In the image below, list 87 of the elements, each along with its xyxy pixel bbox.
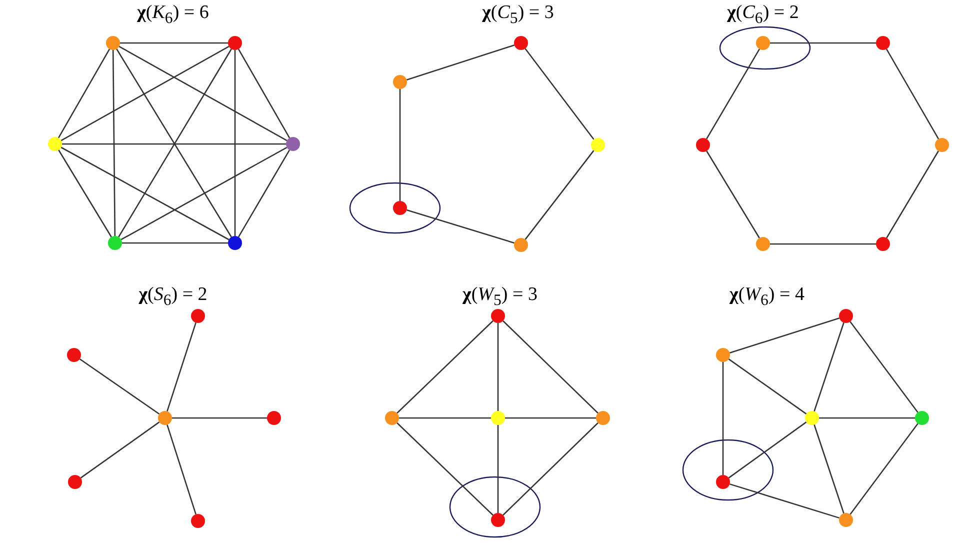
graph-edge (396, 422, 494, 516)
vertex-dot (108, 236, 122, 250)
graph-edge (850, 423, 918, 515)
vertex-dot (805, 411, 819, 425)
vertex-dot (68, 475, 82, 489)
vertex-dot (158, 411, 172, 425)
vertex-dot (591, 138, 605, 152)
graph-edge (120, 42, 228, 44)
graph-edge (58, 48, 110, 138)
graph-title: χ(K$_{6}$) = 6 (137, 2, 209, 29)
vertex-dot (596, 411, 610, 425)
graph-edge (122, 242, 228, 244)
graph-edge (524, 150, 594, 240)
graph-edge (112, 50, 116, 236)
vertex-dot (876, 36, 890, 50)
vertex-dot (67, 348, 81, 362)
vertex-dot (48, 137, 62, 151)
graph-edge (396, 320, 494, 414)
graph-edge (399, 417, 491, 419)
graph-edge (770, 243, 876, 245)
vertex-dot (756, 36, 770, 50)
graph-edge (814, 424, 844, 514)
vertex-dot (191, 309, 205, 323)
graph-edge (770, 42, 876, 44)
vertex-dot (191, 514, 205, 528)
graph-edge (166, 322, 196, 412)
graph-edge (505, 417, 596, 419)
graph-edge (730, 483, 840, 519)
vertex-dot (756, 237, 770, 251)
vertex-dot (839, 309, 853, 323)
graph-edge (399, 89, 401, 201)
graph-edge (406, 44, 515, 80)
vertex-dot (935, 138, 949, 152)
vertex-dot (106, 36, 120, 50)
graph-edge (118, 46, 288, 142)
vertex-dot (839, 513, 853, 527)
vertex-dot (514, 36, 528, 50)
graph-edge (886, 48, 940, 140)
graph-edge (58, 150, 112, 238)
vertex-dot (267, 411, 281, 425)
graph-edge (172, 417, 267, 419)
graph-edge (238, 48, 290, 138)
graph-edge (722, 362, 724, 475)
vertex-dot (716, 348, 730, 362)
graph-edge (728, 358, 807, 414)
graph-edge (706, 48, 760, 140)
vertex-dot (228, 36, 242, 50)
vertex-dot (393, 201, 407, 215)
graph-edge (502, 320, 598, 414)
graph-edge (62, 143, 286, 145)
graph-edge (79, 358, 160, 415)
vertex-dot (491, 513, 505, 527)
graph-edge (60, 146, 230, 240)
vertex-dot (514, 238, 528, 252)
graph-edge (729, 318, 840, 354)
vertex-dot (696, 138, 710, 152)
graph-edge (166, 424, 196, 515)
graph-title: χ(C$_{5}$) = 3 (482, 2, 554, 29)
graph-edge (497, 425, 499, 513)
graph-edge (60, 46, 230, 142)
vertex-dot (491, 309, 505, 323)
graph-edge (728, 422, 807, 478)
graph-edge (502, 422, 598, 516)
graph-edge (706, 150, 760, 238)
vertex-dot (915, 411, 929, 425)
vertex-dot (393, 75, 407, 89)
graph-edge (819, 417, 915, 419)
graph-edge (80, 422, 160, 478)
graph-title: χ(W$_{5}$) = 3 (462, 284, 538, 311)
vertex-dot (286, 137, 300, 151)
graph-title: χ(W$_{6}$) = 4 (730, 284, 804, 311)
graph-edge (850, 321, 918, 413)
graph-edge (238, 150, 290, 238)
graph-edge (406, 209, 514, 244)
vertex-dot (716, 475, 730, 489)
vertex-dot (228, 236, 242, 250)
graph-edge (120, 146, 288, 240)
graph-title: χ(C$_{6}$) = 2 (727, 2, 799, 29)
graph-edge (524, 48, 594, 140)
graph-edge (814, 322, 844, 412)
graph-title: χ(S$_{6}$) = 2 (138, 284, 208, 311)
graph-edge (497, 323, 499, 411)
vertex-dot (876, 237, 890, 251)
vertex-dot (491, 411, 505, 425)
vertex-dot (385, 411, 399, 425)
graph-edge (234, 50, 236, 236)
graph-edge (886, 150, 939, 238)
